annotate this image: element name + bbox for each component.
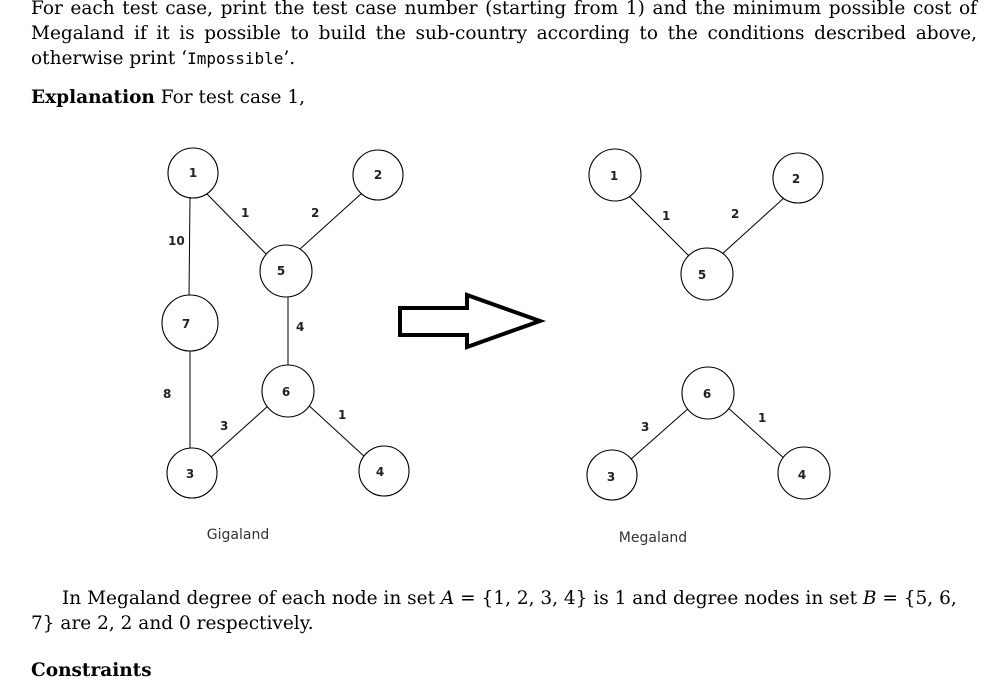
node-m-5: 5 bbox=[680, 247, 734, 301]
weight-m-2-5: 2 bbox=[731, 207, 739, 221]
svg-text:6: 6 bbox=[282, 385, 290, 399]
explanation-text: For test case 1, bbox=[154, 87, 306, 108]
svg-text:7: 7 bbox=[182, 317, 190, 331]
edge-m-1-5 bbox=[627, 194, 691, 258]
weight-6-3: 3 bbox=[220, 419, 228, 433]
node-m-6: 6 bbox=[681, 366, 735, 420]
svg-text:3: 3 bbox=[607, 470, 615, 484]
desc-part-1: In Megaland degree of each node in set bbox=[62, 588, 441, 609]
node-g-3: 3 bbox=[166, 447, 218, 499]
graph-figure: 1 2 5 7 6 3 4 10 1 2 4 8 3 1 1 2 5 6 3 4… bbox=[161, 147, 831, 546]
node-m-3: 3 bbox=[586, 449, 638, 501]
svg-text:1: 1 bbox=[189, 166, 197, 180]
node-g-5: 5 bbox=[259, 244, 313, 298]
svg-text:3: 3 bbox=[186, 467, 194, 481]
weight-5-6: 4 bbox=[296, 320, 304, 334]
weight-m-1-5: 1 bbox=[662, 209, 670, 223]
weight-2-5: 2 bbox=[311, 206, 319, 220]
svg-text:5: 5 bbox=[698, 268, 706, 282]
node-g-4: 4 bbox=[358, 445, 410, 497]
weight-m-6-4: 1 bbox=[758, 411, 766, 425]
svg-text:5: 5 bbox=[277, 264, 285, 278]
node-m-2: 2 bbox=[772, 152, 824, 204]
node-g-2: 2 bbox=[352, 149, 404, 201]
svg-text:6: 6 bbox=[703, 387, 711, 401]
svg-text:4: 4 bbox=[376, 465, 384, 479]
node-g-1: 1 bbox=[167, 147, 219, 199]
node-m-1: 1 bbox=[588, 148, 642, 202]
impossible-code: Impossible bbox=[187, 49, 284, 68]
svg-text:1: 1 bbox=[610, 169, 618, 183]
edge-6-4 bbox=[304, 401, 367, 459]
edge-m-6-3 bbox=[629, 406, 691, 461]
svg-text:2: 2 bbox=[792, 172, 800, 186]
output-description: For each test case, print the test case … bbox=[31, 0, 977, 71]
output-text: For each test case, print the test case … bbox=[31, 0, 977, 69]
weight-6-4: 1 bbox=[338, 408, 346, 422]
megaland-caption: Megaland bbox=[619, 530, 687, 546]
edge-m-2-5 bbox=[720, 196, 786, 256]
weight-1-5: 1 bbox=[241, 206, 249, 220]
output-text-end: ’. bbox=[283, 48, 296, 69]
set-b-symbol: B bbox=[862, 588, 877, 609]
edge-1-5 bbox=[204, 191, 271, 259]
edge-1-7 bbox=[188, 197, 191, 298]
transform-arrow bbox=[398, 292, 546, 350]
explanation-heading: Explanation bbox=[31, 87, 155, 108]
set-a-symbol: A bbox=[440, 588, 455, 609]
weight-m-6-3: 3 bbox=[641, 420, 649, 434]
node-m-4: 4 bbox=[777, 446, 831, 500]
edge-2-5 bbox=[299, 192, 363, 250]
node-g-6: 6 bbox=[261, 364, 315, 418]
gigaland-caption: Gigaland bbox=[207, 527, 269, 543]
svg-text:4: 4 bbox=[798, 468, 806, 482]
weight-7-3: 8 bbox=[163, 387, 171, 401]
edge-m-6-4 bbox=[725, 405, 787, 461]
weight-1-7: 10 bbox=[168, 234, 185, 248]
svg-text:2: 2 bbox=[374, 168, 382, 182]
desc-part-3: = {5, 6, 7} are 2, 2 and 0 respectively. bbox=[31, 588, 957, 634]
megaland-description: In Megaland degree of each node in set A… bbox=[31, 586, 977, 636]
explanation-line: Explanation For test case 1, bbox=[31, 85, 977, 110]
edge-6-3 bbox=[209, 405, 269, 459]
next-section-heading: Constraints bbox=[31, 660, 152, 681]
desc-part-2: = {1, 2, 3, 4} is 1 and degree nodes in … bbox=[454, 588, 863, 609]
node-g-7: 7 bbox=[161, 294, 219, 352]
